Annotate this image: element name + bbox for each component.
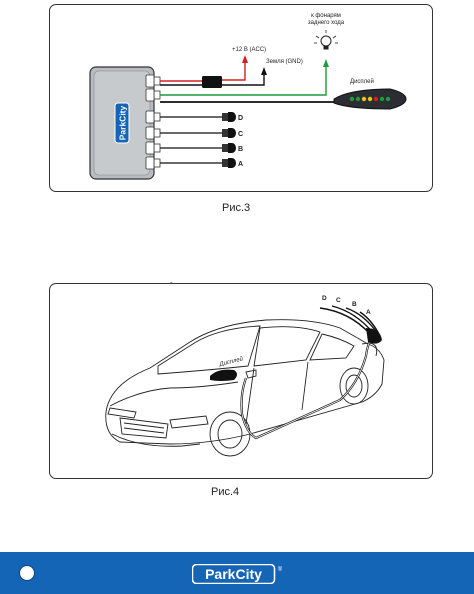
- wiring-diagram: ParkCity: [89, 13, 407, 180]
- registered-mark: ®: [278, 566, 283, 573]
- sensor-label-c: C: [238, 131, 243, 138]
- figure-4-panel: D C B A Дисплей: [49, 283, 433, 479]
- dashboard-display-icon: [210, 369, 237, 381]
- car-outline: [105, 319, 385, 457]
- figure-3-caption: Рис.3: [222, 202, 251, 214]
- fig4-sensor-label-a: A: [366, 309, 371, 316]
- sensor-label-d: D: [238, 115, 243, 122]
- power-label: +12 В (ACC): [232, 47, 266, 53]
- sensor-label-b: B: [238, 146, 243, 153]
- sensor-wires: [160, 116, 222, 164]
- reverse-light-label-line1: к фонарям: [311, 13, 341, 19]
- unit-logo-text: ParkCity: [118, 105, 128, 140]
- bulb-icon: [314, 30, 338, 50]
- fuse-holder: [202, 76, 222, 88]
- power-harness: [160, 55, 329, 96]
- sensor-b-icon: [222, 143, 236, 153]
- fig4-display-label: Дисплей: [218, 355, 245, 368]
- figure-4-caption: Рис.4: [211, 486, 240, 498]
- wiring-route: [240, 331, 377, 440]
- fig4-sensor-label-c: C: [336, 297, 341, 304]
- car-installation-drawing: D C B A Дисплей: [105, 295, 385, 457]
- page-number-circle: [19, 565, 35, 581]
- fig4-sensor-label-b: B: [352, 301, 357, 308]
- display-label: Дисплей: [350, 78, 374, 85]
- sensor-label-a: A: [238, 161, 243, 168]
- rear-bumper-sensors-icon: [366, 328, 382, 344]
- footer-logo: ParkCity ®: [191, 563, 284, 585]
- ground-label: Земля (GND): [266, 59, 303, 65]
- sensor-a-icon: [222, 158, 236, 168]
- page-mark: -: [170, 278, 173, 287]
- display-unit: [333, 88, 407, 110]
- sensor-d-icon: [222, 112, 236, 122]
- unit-connectors: [153, 76, 161, 168]
- sensor-c-icon: [222, 128, 236, 138]
- reverse-light-label-line2: заднего хода: [308, 20, 345, 26]
- fig4-sensor-label-d: D: [322, 295, 327, 302]
- footer-brand-text: ParkCity: [205, 566, 262, 582]
- figure-3-panel: ParkCity: [49, 4, 433, 192]
- control-unit: ParkCity: [89, 66, 155, 180]
